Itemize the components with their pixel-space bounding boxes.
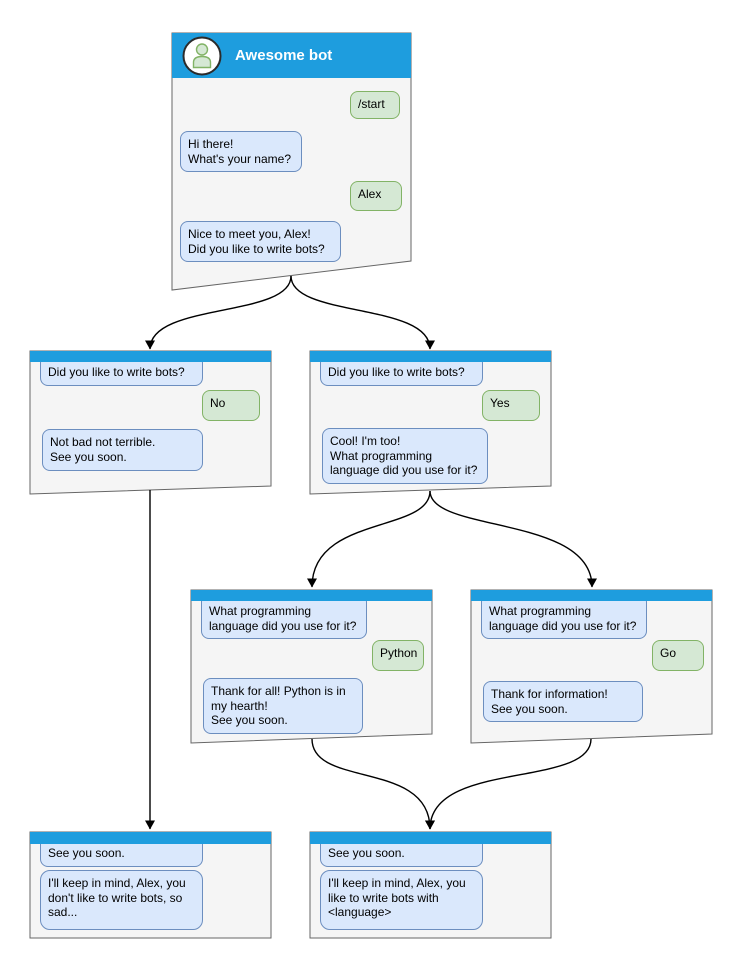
window-header-strip: [30, 832, 271, 844]
arrow-python-to-end-yes: [311, 738, 435, 830]
chat-bubble-bot-question: What programming language did you use fo…: [481, 594, 647, 640]
window-header-strip: [310, 351, 551, 362]
chat-window-header: Awesome bot: [172, 33, 411, 78]
chat-bubble-bot-question: What programming language did you use fo…: [201, 594, 367, 640]
chat-bubble-bot-reply: Thank for all! Python is in my hearth! S…: [203, 678, 363, 734]
chat-bubble-user-go: Go: [652, 640, 704, 671]
arrow-go-to-end-yes: [425, 738, 592, 830]
window-header-strip: [471, 590, 712, 601]
window-header-strip: [310, 832, 551, 844]
window-header-strip: [191, 590, 432, 601]
arrow-yes-to-python: [307, 490, 431, 588]
chat-bubble-bot-summary: I'll keep in mind, Alex, you don't like …: [40, 870, 203, 930]
bot-window-title: Awesome bot: [235, 47, 333, 64]
chat-window-branch-yes: Did you like to write bots? Yes Cool! I'…: [310, 351, 551, 494]
chat-bubble-bot-summary: I'll keep in mind, Alex, you like to wri…: [320, 870, 483, 930]
chat-bubble-bot-reply: Not bad not terrible. See you soon.: [42, 429, 203, 471]
chat-window-end-yes: See you soon. I'll keep in mind, Alex, y…: [310, 832, 551, 938]
arrow-bot-to-yes: [290, 275, 435, 350]
chat-bubble-user-yes: Yes: [482, 390, 540, 421]
chat-bubble-user-name: Alex: [350, 181, 402, 211]
chat-window-branch-no: Did you like to write bots? No Not bad n…: [30, 351, 271, 494]
chat-window-branch-go: What programming language did you use fo…: [471, 590, 712, 743]
chat-bubble-bot-greeting: Hi there! What's your name?: [180, 131, 302, 173]
person-avatar-icon: [182, 36, 222, 75]
chat-bubble-bot-reply: Cool! I'm too! What programming language…: [322, 428, 488, 484]
chat-bubble-bot-question: Nice to meet you, Alex! Did you like to …: [180, 221, 341, 263]
arrow-bot-to-no: [145, 275, 292, 350]
chat-window-end-no: See you soon. I'll keep in mind, Alex, y…: [30, 832, 271, 938]
chat-window-bot: Awesome bot /start Hi there! What's your…: [172, 33, 411, 290]
arrow-yes-to-go: [429, 490, 597, 588]
window-header-strip: [30, 351, 271, 362]
chat-bubble-bot-reply: Thank for information! See you soon.: [483, 681, 643, 723]
chat-bubble-user-no: No: [202, 390, 260, 421]
chat-window-branch-python: What programming language did you use fo…: [191, 590, 432, 743]
chat-bubble-user-python: Python: [372, 640, 424, 671]
chat-bubble-user-start: /start: [350, 91, 400, 119]
